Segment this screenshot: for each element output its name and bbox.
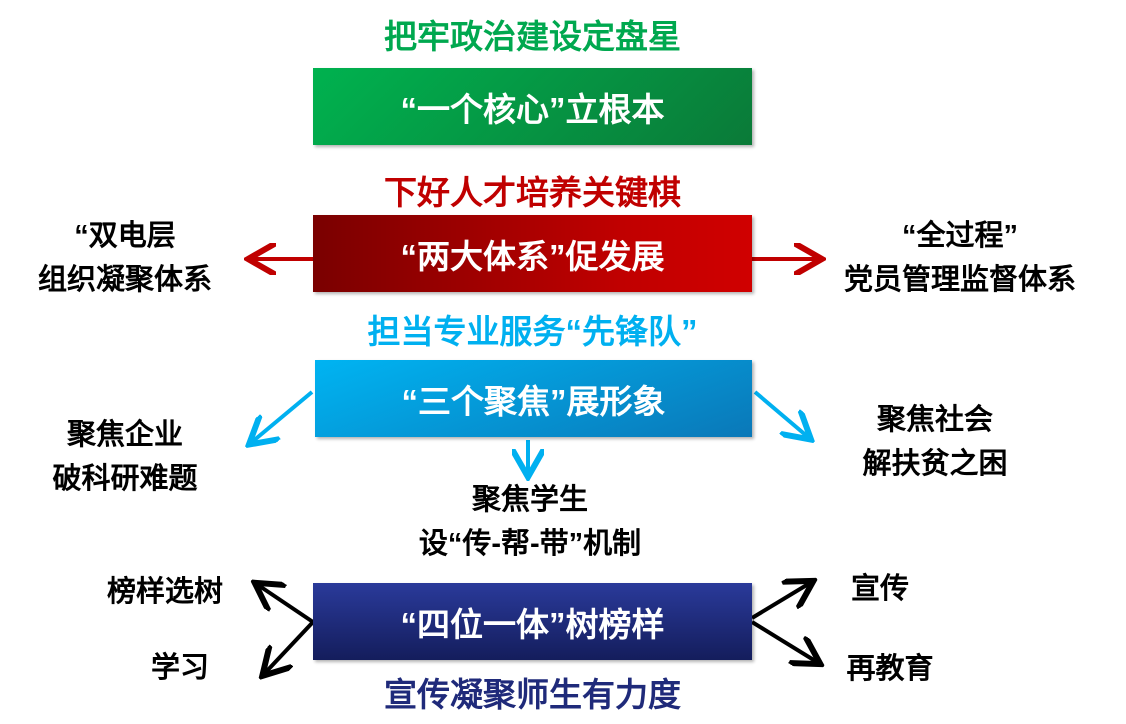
level3-center-line: 设“传-帮-带”机制 bbox=[418, 528, 642, 560]
arrow-right-top-black bbox=[750, 583, 810, 620]
level2-box: “两大体系”促发展 bbox=[313, 215, 752, 292]
level2-right-text: “全过程” 党员管理监督体系 bbox=[810, 214, 1110, 302]
level3-center-text: 聚焦学生设“传-帮-带”机制 bbox=[380, 478, 680, 566]
level2-box-label: “两大体系”促发展 bbox=[400, 237, 665, 275]
level3-right-line: 聚焦社会 bbox=[876, 404, 993, 436]
arrow-left-bottom-black bbox=[265, 620, 315, 673]
level3-box: “三个聚焦”展形象 bbox=[315, 360, 752, 437]
level3-center-line: 聚焦学生 bbox=[471, 484, 588, 516]
level4-right-bottom: 再教育 bbox=[846, 653, 934, 685]
level2-right-line: “全过程” bbox=[901, 220, 1018, 252]
level2-right-line: 党员管理监督体系 bbox=[843, 264, 1076, 296]
level3-right-text: 聚焦社会解扶贫之困 bbox=[820, 398, 1050, 486]
level1-heading: 把牢政治建设定盘星 bbox=[384, 18, 681, 55]
level1-box: “一个核心”立根本 bbox=[313, 68, 752, 145]
level4-right-top: 宣传 bbox=[850, 573, 909, 605]
level3-left-line: 聚焦企业 bbox=[66, 419, 183, 451]
level2-left-text: “双电层组织凝聚体系 bbox=[10, 214, 240, 302]
level3-left-line: 破科研难题 bbox=[52, 463, 198, 495]
level3-left-text: 聚焦企业破科研难题 bbox=[10, 413, 240, 501]
level4-left-bottom: 学习 bbox=[150, 652, 209, 684]
level2-heading: 下好人才培养关键棋 bbox=[384, 174, 681, 211]
level2-left-line: 组织凝聚体系 bbox=[37, 264, 212, 296]
level3-right-line: 解扶贫之困 bbox=[862, 448, 1008, 480]
level2-left-line: “双电层 bbox=[74, 220, 176, 252]
arrow-left-top-black bbox=[258, 585, 315, 624]
arrow-right-bottom-black bbox=[750, 620, 817, 662]
level3-heading: 担当专业服务“先锋队” bbox=[367, 313, 698, 350]
level3-box-label: “三个聚焦”展形象 bbox=[401, 382, 666, 420]
level4-left-top: 榜样选树 bbox=[106, 576, 223, 608]
level4-heading: 宣传凝聚师生有力度 bbox=[384, 676, 681, 713]
arrow-left-blue bbox=[252, 390, 314, 442]
level4-box: “四位一体”树榜样 bbox=[313, 583, 752, 660]
level4-box-label: “四位一体”树榜样 bbox=[400, 605, 665, 643]
arrow-right-blue bbox=[753, 390, 808, 437]
level1-box-label: “一个核心”立根本 bbox=[400, 90, 665, 128]
